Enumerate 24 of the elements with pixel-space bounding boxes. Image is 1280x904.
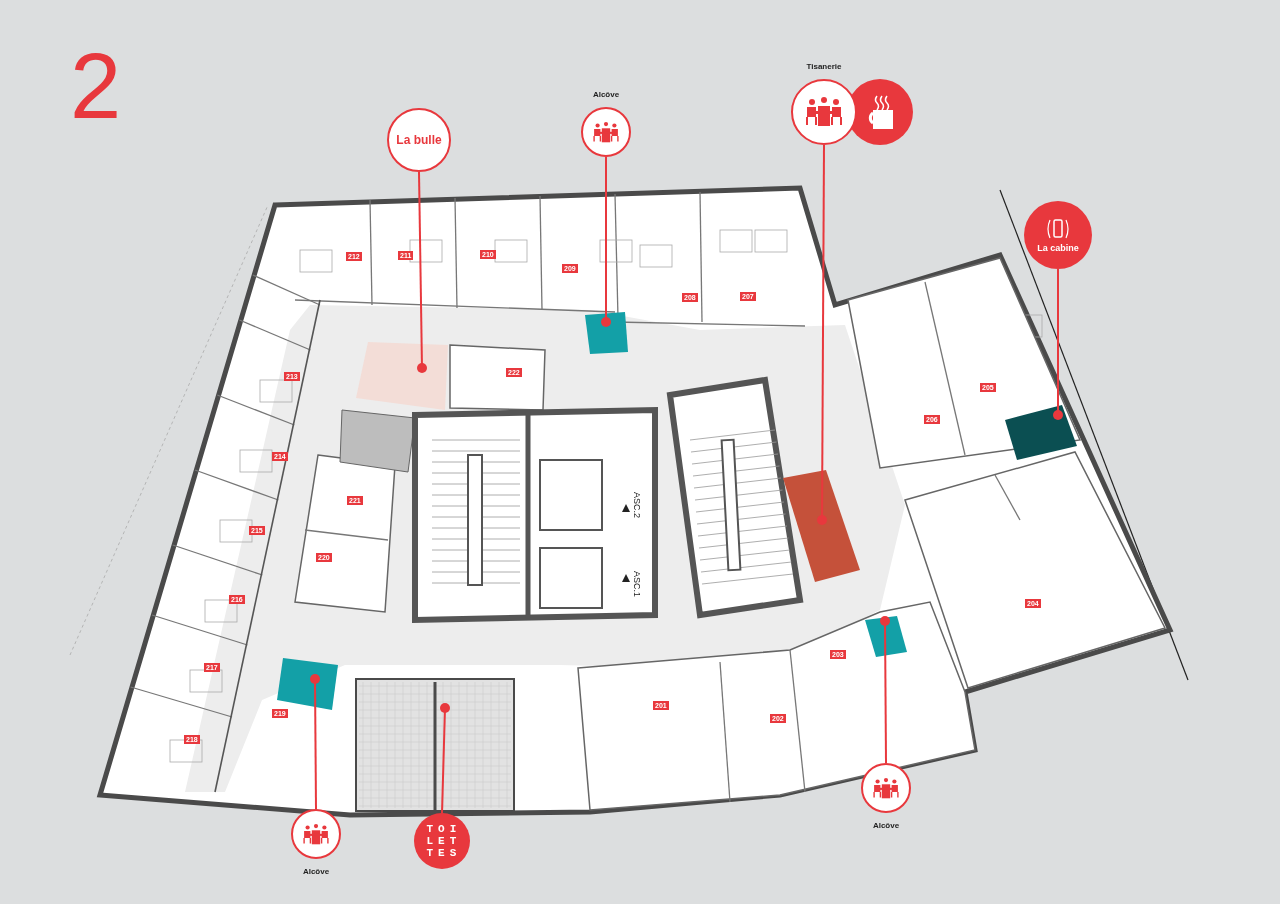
alcove-area (585, 312, 628, 354)
floor-number: 2 (70, 40, 122, 132)
leader-line (1053, 268, 1063, 420)
callout-label: La cabine (1037, 243, 1079, 253)
leader-line (417, 171, 427, 373)
leader-line (601, 156, 611, 327)
leader-line (880, 616, 890, 764)
meeting-room-area (356, 342, 448, 410)
callout-label: La bulle (396, 133, 442, 147)
callout-label: TOILETTES (425, 823, 463, 859)
elevator-label: ASC.1 (632, 571, 642, 597)
restroom-area (355, 678, 515, 812)
elevator-label: ASC.2 (632, 492, 642, 518)
callout-caption: Alcôve (872, 821, 900, 830)
leader-line (440, 703, 450, 814)
alcove-area (865, 616, 907, 657)
phone-booth-area (1005, 405, 1077, 460)
alcove-area (277, 658, 338, 710)
callout-caption: Alcôve (302, 867, 330, 876)
callout-caption: Alcôve (592, 90, 620, 99)
kitchenette-area (783, 470, 860, 582)
callout-caption: Tisanerie (806, 62, 842, 71)
leader-line (310, 674, 320, 810)
leader-line (817, 144, 827, 525)
